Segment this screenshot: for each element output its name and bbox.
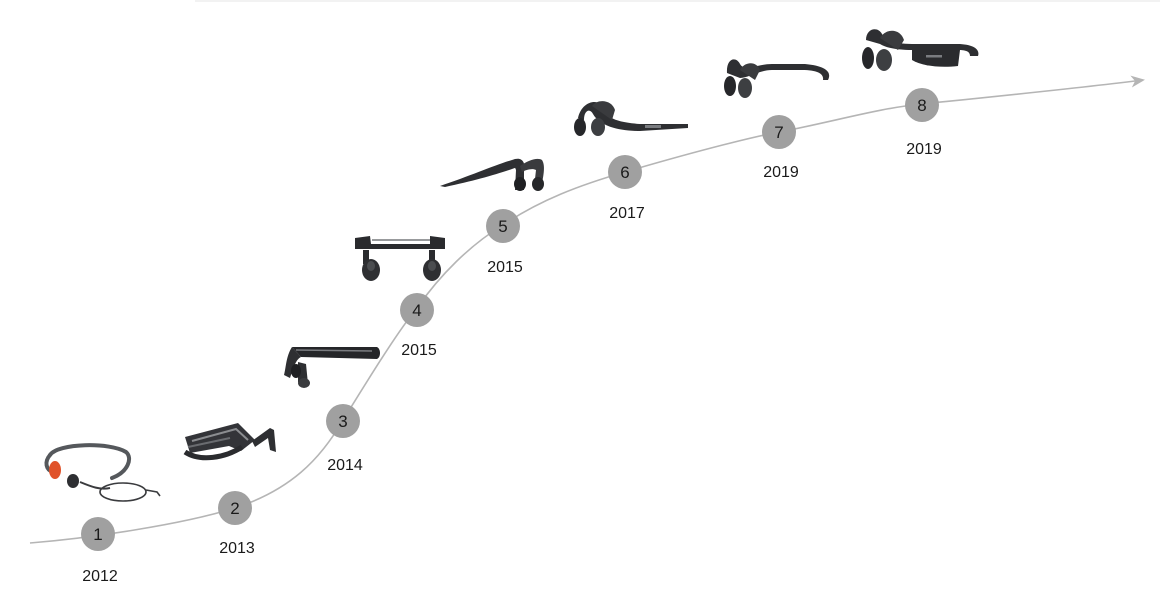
milestone-year: 2015 <box>487 259 523 276</box>
milestone-node <box>762 115 796 149</box>
milestone-node <box>905 88 939 122</box>
milestone-year: 2019 <box>906 141 942 158</box>
milestone-year: 2017 <box>609 205 645 222</box>
milestone-year: 2014 <box>327 457 363 474</box>
milestone-node <box>486 209 520 243</box>
milestone-node <box>81 517 115 551</box>
milestone-2: 2 2013 <box>218 491 255 557</box>
milestone-1: 1 2012 <box>81 517 118 585</box>
headphone-icon-band-glossy <box>284 347 380 388</box>
milestone-year: 2019 <box>763 164 799 181</box>
headphone-icon-open-ear-premium <box>862 29 979 71</box>
timeline-curve <box>29 75 1145 544</box>
milestone-number: 2 <box>230 499 239 518</box>
milestone-6: 6 2017 <box>608 155 645 222</box>
milestone-node <box>326 404 360 438</box>
milestone-node <box>218 491 252 525</box>
headphone-icon-band-wide <box>183 423 276 461</box>
milestone-number: 7 <box>774 123 783 142</box>
milestone-nodes: 1 2012 2 2013 3 2014 4 2015 5 2015 6 2017 7 2019 8 2019 <box>81 88 942 585</box>
milestone-node <box>608 155 642 189</box>
milestone-7: 7 2019 <box>762 115 799 181</box>
milestone-year: 2012 <box>82 568 118 585</box>
headphone-icon-open-ear-compact <box>724 59 830 98</box>
milestone-number: 1 <box>93 525 102 544</box>
headphone-icon-band-flat <box>355 236 445 281</box>
milestone-8: 8 2019 <box>905 88 942 158</box>
milestone-5: 5 2015 <box>486 209 523 276</box>
headphone-icon-neckband-corded <box>44 443 161 502</box>
milestone-node <box>400 293 434 327</box>
milestone-number: 4 <box>412 301 421 320</box>
milestone-year: 2015 <box>401 342 437 359</box>
headphone-icon-open-ear <box>574 101 688 136</box>
milestone-number: 8 <box>917 96 926 115</box>
headphone-icon-band-slim <box>440 158 544 191</box>
milestone-year: 2013 <box>219 540 255 557</box>
milestone-number: 3 <box>338 412 347 431</box>
milestone-4: 4 2015 <box>400 293 437 359</box>
milestone-number: 5 <box>498 217 507 236</box>
milestone-number: 6 <box>620 163 629 182</box>
milestone-3: 3 2014 <box>326 404 363 474</box>
